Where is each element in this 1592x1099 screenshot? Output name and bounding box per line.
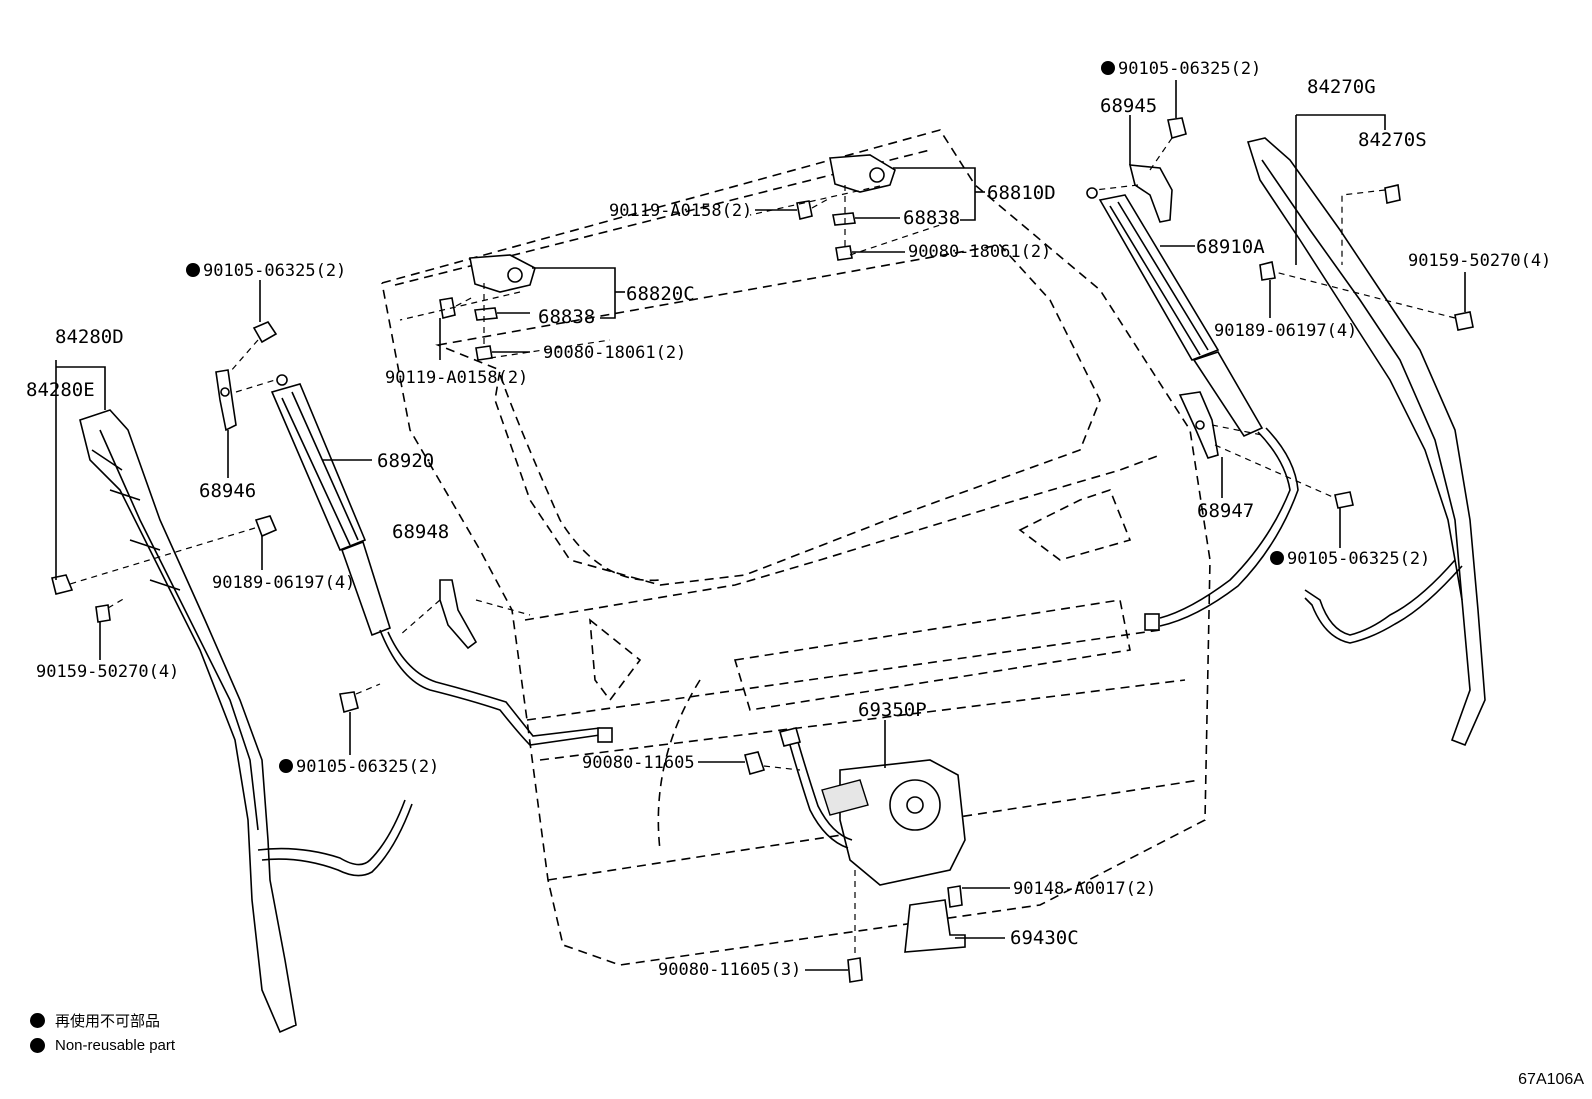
- legend-japanese-text: 再使用不可部品: [55, 1013, 161, 1030]
- non-reusable-dot-1: [186, 263, 200, 277]
- label-90080-b: 90080-18061(2): [908, 242, 1051, 262]
- label-90105-a: 90105-06325(2): [203, 261, 346, 281]
- right-strut: [1086, 187, 1299, 631]
- non-reusable-dot-3: [1101, 61, 1115, 75]
- label-68948: 68948: [392, 521, 449, 543]
- leader-lines: [55, 80, 1466, 971]
- legend-row-english: Non-reusable part: [30, 1033, 175, 1058]
- label-90189-b: 90189-06197(4): [1214, 321, 1357, 341]
- label-68910A: 68910A: [1196, 236, 1265, 258]
- closer-motor-69350P: [744, 727, 966, 983]
- label-84270S: 84270S: [1358, 129, 1427, 151]
- label-68810D: 68810D: [987, 182, 1056, 204]
- non-reusable-dot-2: [279, 759, 293, 773]
- non-reusable-dot-4: [1270, 551, 1284, 565]
- label-90080-c: 90080-11605: [582, 753, 695, 773]
- legend-dot-icon: [30, 1038, 45, 1053]
- label-68920: 68920: [377, 450, 434, 472]
- left-fasteners: [51, 321, 359, 714]
- bracket-68948: [439, 579, 478, 650]
- label-68947: 68947: [1197, 500, 1254, 522]
- label-69430C: 69430C: [1010, 927, 1079, 949]
- hinge-68820C: [439, 254, 536, 361]
- label-90148: 90148-A0017(2): [1013, 879, 1156, 899]
- label-84280D: 84280D: [55, 326, 124, 348]
- label-68945: 68945: [1100, 95, 1157, 117]
- left-strut: [270, 374, 613, 746]
- label-90119-a: 90119-A0158(2): [609, 201, 752, 221]
- legend: 再使用不可部品 Non-reusable part: [30, 1008, 175, 1058]
- reference-code: 67A106A: [1518, 1071, 1584, 1088]
- legend-english-text: Non-reusable part: [55, 1037, 176, 1054]
- label-90159-b: 90159-50270(4): [1408, 251, 1551, 271]
- bracket-68945: [1128, 117, 1187, 223]
- label-90105-c: 90105-06325(2): [1118, 59, 1261, 79]
- label-84280E: 84280E: [26, 379, 95, 401]
- left-side-garnish: [79, 409, 413, 1034]
- label-90080-a: 90080-18061(2): [543, 343, 686, 363]
- right-side-garnish: [1246, 137, 1486, 747]
- legend-row-japanese: 再使用不可部品: [30, 1008, 175, 1033]
- part-labels: 84280D 84280E 90105-06325(2) 68946 68920…: [26, 59, 1551, 980]
- label-68820C: 68820C: [626, 283, 695, 305]
- label-68838-b: 68838: [903, 207, 960, 229]
- label-90080-d: 90080-11605(3): [658, 960, 801, 980]
- label-90105-b: 90105-06325(2): [296, 757, 439, 777]
- label-68838-a: 68838: [538, 306, 595, 328]
- label-90105-d: 90105-06325(2): [1287, 549, 1430, 569]
- label-90159-a: 90159-50270(4): [36, 662, 179, 682]
- label-84270G: 84270G: [1307, 76, 1376, 98]
- hinge-68810D: [796, 154, 896, 261]
- label-90119-b: 90119-A0158(2): [385, 368, 528, 388]
- label-90189-a: 90189-06197(4): [212, 573, 355, 593]
- label-68946: 68946: [199, 480, 256, 502]
- bracket-68946: [215, 369, 237, 432]
- label-69350P: 69350P: [858, 699, 927, 721]
- legend-dot-icon: [30, 1013, 45, 1028]
- bracket-68947: [1178, 391, 1354, 509]
